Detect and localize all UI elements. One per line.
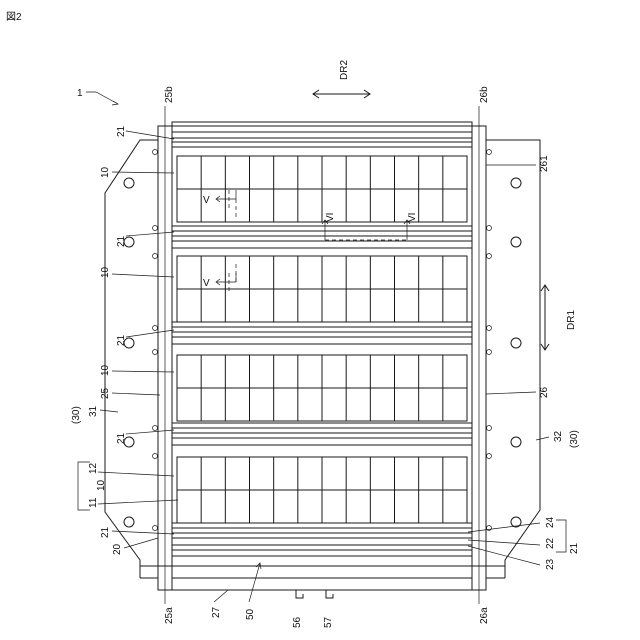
svg-text:22: 22 — [545, 537, 556, 549]
hook-56 — [296, 590, 303, 598]
svg-text:261: 261 — [539, 155, 550, 172]
frame-plate-right — [486, 140, 540, 566]
separator-21 — [172, 322, 472, 344]
svg-text:26a: 26a — [479, 607, 490, 624]
svg-text:21: 21 — [100, 526, 111, 538]
right-labels: 26b 261 26 32 (30) 24 22 21 23 26a — [468, 86, 580, 624]
svg-text:21: 21 — [116, 235, 127, 247]
svg-text:50: 50 — [245, 608, 256, 620]
battery-module — [177, 256, 467, 322]
svg-text:32: 32 — [553, 430, 564, 442]
figure-title: 図2 — [6, 11, 22, 23]
bottom-labels: 27 50 56 57 — [211, 563, 334, 628]
svg-text:(30): (30) — [71, 406, 82, 424]
svg-text:V: V — [203, 278, 210, 289]
battery-module — [177, 457, 467, 523]
svg-text:10: 10 — [100, 266, 111, 278]
separator-21 — [172, 523, 472, 566]
svg-text:25b: 25b — [164, 86, 175, 103]
svg-text:(30): (30) — [569, 430, 580, 448]
svg-text:DR2: DR2 — [339, 60, 350, 80]
battery-modules — [177, 156, 467, 523]
svg-text:12: 12 — [88, 462, 99, 474]
svg-text:21: 21 — [569, 542, 580, 554]
ref-assembly: 1 — [77, 88, 118, 105]
svg-text:31: 31 — [88, 405, 99, 417]
svg-text:11: 11 — [88, 497, 99, 508]
svg-text:25: 25 — [100, 387, 111, 399]
left-labels: 25b 21 10 21 10 21 10 25 (30) 31 21 10 1… — [71, 86, 178, 624]
svg-text:57: 57 — [323, 616, 334, 628]
svg-text:25a: 25a — [164, 607, 175, 624]
hook-57 — [326, 590, 333, 598]
svg-text:21: 21 — [116, 432, 127, 444]
svg-text:VI: VI — [325, 213, 336, 222]
mounting-holes-left — [124, 178, 134, 527]
svg-text:1: 1 — [77, 88, 83, 99]
section-v-lower: V — [203, 262, 236, 292]
svg-text:21: 21 — [116, 334, 127, 346]
svg-text:V: V — [203, 195, 210, 206]
separator-21 — [172, 126, 472, 147]
svg-text:VI: VI — [407, 213, 418, 222]
dr1-arrow: DR1 — [541, 285, 577, 350]
svg-text:10: 10 — [100, 364, 111, 376]
bottom-plate — [140, 566, 505, 578]
svg-text:10: 10 — [100, 166, 111, 178]
battery-module — [177, 156, 467, 222]
svg-text:DR1: DR1 — [566, 310, 577, 330]
svg-text:24: 24 — [545, 516, 556, 528]
svg-text:26: 26 — [539, 386, 550, 398]
svg-text:21: 21 — [116, 125, 127, 137]
svg-text:23: 23 — [545, 558, 556, 570]
svg-text:56: 56 — [292, 616, 303, 628]
section-v-upper: V — [203, 190, 236, 218]
separator-21 — [172, 226, 472, 248]
svg-text:10: 10 — [96, 479, 107, 491]
svg-text:26b: 26b — [479, 86, 490, 103]
mounting-holes-right — [511, 178, 521, 527]
separator-21 — [172, 423, 472, 445]
battery-module — [177, 355, 467, 421]
svg-text:27: 27 — [211, 606, 222, 618]
dr2-arrow: DR2 — [313, 60, 370, 98]
svg-text:20: 20 — [112, 543, 123, 555]
